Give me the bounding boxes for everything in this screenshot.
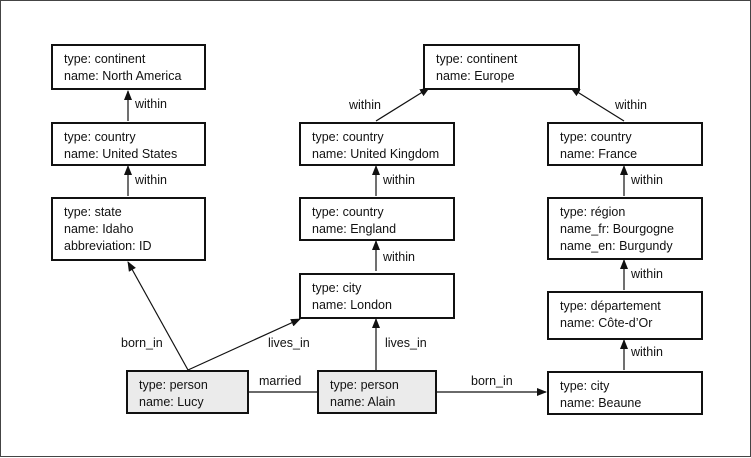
node-line: type: city xyxy=(312,281,362,295)
node-idaho: type: state name: Idaho abbreviation: ID xyxy=(51,197,206,261)
edge-label-bourgogne-within-france: within xyxy=(631,173,663,187)
edge-lucy-lives-in-london xyxy=(187,318,301,371)
edge-label-lucy-married-alain: married xyxy=(259,374,302,388)
edge-label-lucy-lives-in-london: lives_in xyxy=(268,336,310,350)
node-north-america: type: continent name: North America xyxy=(51,44,206,90)
edge-label-uk-within-europe: within xyxy=(349,98,381,112)
node-line: type: state xyxy=(64,205,122,219)
node-line: name: Europe xyxy=(436,69,515,83)
node-united-kingdom: type: country name: United Kingdom xyxy=(299,122,455,166)
node-line: name: United Kingdom xyxy=(312,147,440,161)
edge-label-idaho-within-us: within xyxy=(135,173,167,187)
node-alain: type: person name: Alain xyxy=(317,370,437,414)
node-line: name_en: Burgundy xyxy=(560,239,673,253)
edge-france-within-europe xyxy=(570,87,625,122)
node-line: type: région xyxy=(560,205,626,219)
node-line: type: continent xyxy=(64,52,146,66)
node-line: name_fr: Bourgogne xyxy=(560,222,674,236)
node-line: name: Beaune xyxy=(560,396,642,410)
node-line: name: North America xyxy=(64,69,182,83)
node-line: type: continent xyxy=(436,52,518,66)
node-line: name: Côte-d’Or xyxy=(560,316,653,330)
node-line: type: département xyxy=(560,299,661,313)
edge-uk-within-europe xyxy=(375,87,430,122)
node-lucy: type: person name: Lucy xyxy=(126,370,249,414)
node-line: type: country xyxy=(312,130,384,144)
edge-label-france-within-europe: within xyxy=(615,98,647,112)
edge-label-england-within-uk: within xyxy=(383,173,415,187)
node-cote-dor: type: département name: Côte-d’Or xyxy=(547,291,703,340)
node-line: name: Lucy xyxy=(139,395,204,409)
node-line: type: country xyxy=(64,130,136,144)
edge-label-beaune-within-cotedor: within xyxy=(631,345,663,359)
node-line: name: Alain xyxy=(330,395,396,409)
node-bourgogne: type: région name_fr: Bourgogne name_en:… xyxy=(547,197,703,260)
node-line: name: London xyxy=(312,298,392,312)
edge-lucy-born-in-idaho xyxy=(127,261,189,371)
node-france: type: country name: France xyxy=(547,122,703,166)
node-europe: type: continent name: Europe xyxy=(423,44,580,90)
edge-label-cotedor-within-bourgogne: within xyxy=(631,267,663,281)
node-line: type: city xyxy=(560,379,610,393)
edge-label-lucy-born-in-idaho: born_in xyxy=(121,336,163,350)
node-line: type: country xyxy=(312,205,384,219)
edge-label-alain-lives-in-london: lives_in xyxy=(385,336,427,350)
node-line: name: United States xyxy=(64,147,178,161)
node-line: type: country xyxy=(560,130,632,144)
node-england: type: country name: England xyxy=(299,197,455,241)
node-line: type: person xyxy=(330,378,399,392)
node-united-states: type: country name: United States xyxy=(51,122,206,166)
edge-label-alain-born-in-beaune: born_in xyxy=(471,374,513,388)
node-line: name: Idaho xyxy=(64,222,134,236)
edge-label-us-within-na: within xyxy=(135,97,167,111)
node-beaune: type: city name: Beaune xyxy=(547,371,703,415)
node-line: name: England xyxy=(312,222,397,236)
node-line: name: France xyxy=(560,147,638,161)
node-line: abbreviation: ID xyxy=(64,239,152,253)
node-london: type: city name: London xyxy=(299,273,455,319)
node-line: type: person xyxy=(139,378,208,392)
edge-label-london-within-england: within xyxy=(383,250,415,264)
